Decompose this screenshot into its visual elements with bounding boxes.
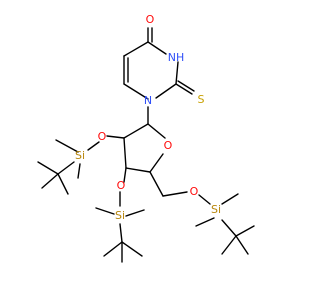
bond — [155, 83, 177, 99]
bond — [41, 173, 59, 189]
atom-o-carbonyl: O — [146, 13, 155, 26]
bond — [55, 139, 79, 153]
atom-o2: O — [98, 130, 107, 143]
bond-layer — [37, 27, 255, 263]
atom-si-b: Si — [115, 209, 125, 222]
atom-n1: N — [144, 94, 152, 107]
bond — [123, 123, 149, 139]
atom-nh: NH — [168, 51, 185, 64]
atom-si-a: Si — [75, 149, 85, 162]
atom-o3: O — [117, 179, 126, 192]
atom-o-ring: O — [164, 139, 173, 152]
bond — [175, 61, 179, 85]
bond — [119, 223, 123, 243]
bond — [123, 167, 127, 183]
atom-label-layer: O NH S N O O O O Si Si Si — [75, 13, 221, 222]
bond — [125, 167, 151, 173]
bond — [57, 173, 69, 195]
bond — [121, 241, 143, 257]
bond — [57, 161, 75, 175]
bond — [149, 171, 164, 197]
atom-si-c: Si — [211, 203, 221, 216]
bond — [221, 193, 239, 205]
bond — [147, 123, 166, 139]
bond — [106, 135, 125, 139]
bond — [235, 235, 249, 255]
bond — [37, 161, 59, 175]
atom-o5: O — [190, 185, 199, 198]
molecule-structure-diagram: O NH S N O O O O Si Si Si — [37, 13, 255, 263]
bond — [198, 194, 211, 205]
bond — [123, 137, 127, 169]
bond — [149, 153, 164, 173]
bond — [147, 41, 167, 55]
bond — [77, 163, 81, 179]
bond — [123, 83, 149, 100]
bond — [221, 235, 237, 255]
bond — [87, 141, 100, 151]
bond — [95, 207, 115, 215]
bond — [221, 219, 237, 237]
bond — [103, 241, 123, 257]
bond — [175, 83, 193, 95]
bond — [195, 217, 215, 227]
bond — [235, 225, 255, 237]
bond — [125, 209, 145, 217]
bond — [123, 41, 149, 57]
bond — [177, 80, 195, 92]
bond — [162, 191, 188, 197]
atom-s-thio: S — [198, 93, 205, 106]
